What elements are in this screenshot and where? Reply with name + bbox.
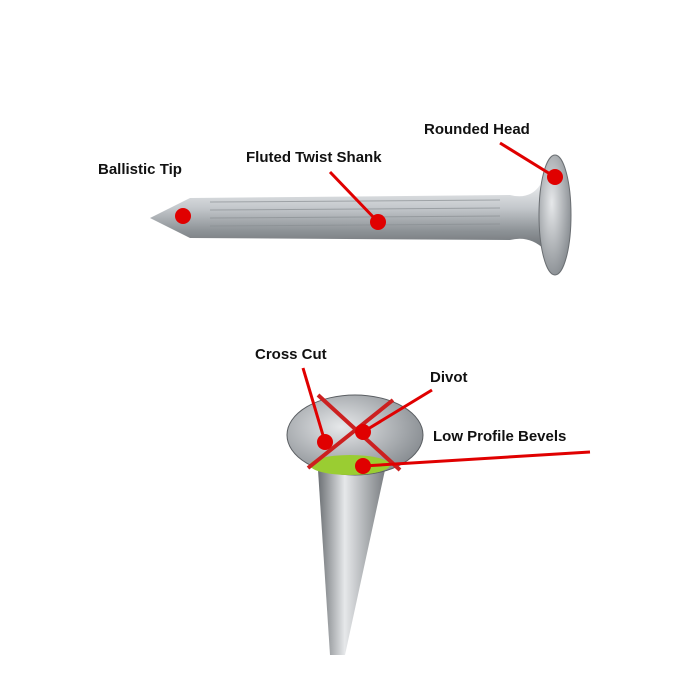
label-fluted-twist-shank: Fluted Twist Shank bbox=[246, 149, 382, 166]
marker-cross-cut bbox=[317, 434, 333, 450]
nail-side-view bbox=[150, 154, 572, 276]
nail-head bbox=[538, 154, 572, 276]
label-rounded-head: Rounded Head bbox=[424, 121, 530, 138]
nail-shank-perspective bbox=[318, 470, 385, 655]
marker-fluted-shank bbox=[370, 214, 386, 230]
callout-lines bbox=[175, 141, 591, 474]
marker-bevels bbox=[355, 458, 371, 474]
label-low-profile-bevels: Low Profile Bevels bbox=[433, 428, 567, 445]
marker-divot bbox=[355, 424, 371, 440]
marker-rounded-head bbox=[547, 169, 563, 185]
marker-ballistic-tip bbox=[175, 208, 191, 224]
bevel-area bbox=[310, 455, 390, 475]
label-cross-cut: Cross Cut bbox=[255, 346, 327, 363]
label-ballistic-tip: Ballistic Tip bbox=[98, 161, 182, 178]
nail-top-view bbox=[286, 393, 424, 655]
label-divot: Divot bbox=[430, 369, 468, 386]
